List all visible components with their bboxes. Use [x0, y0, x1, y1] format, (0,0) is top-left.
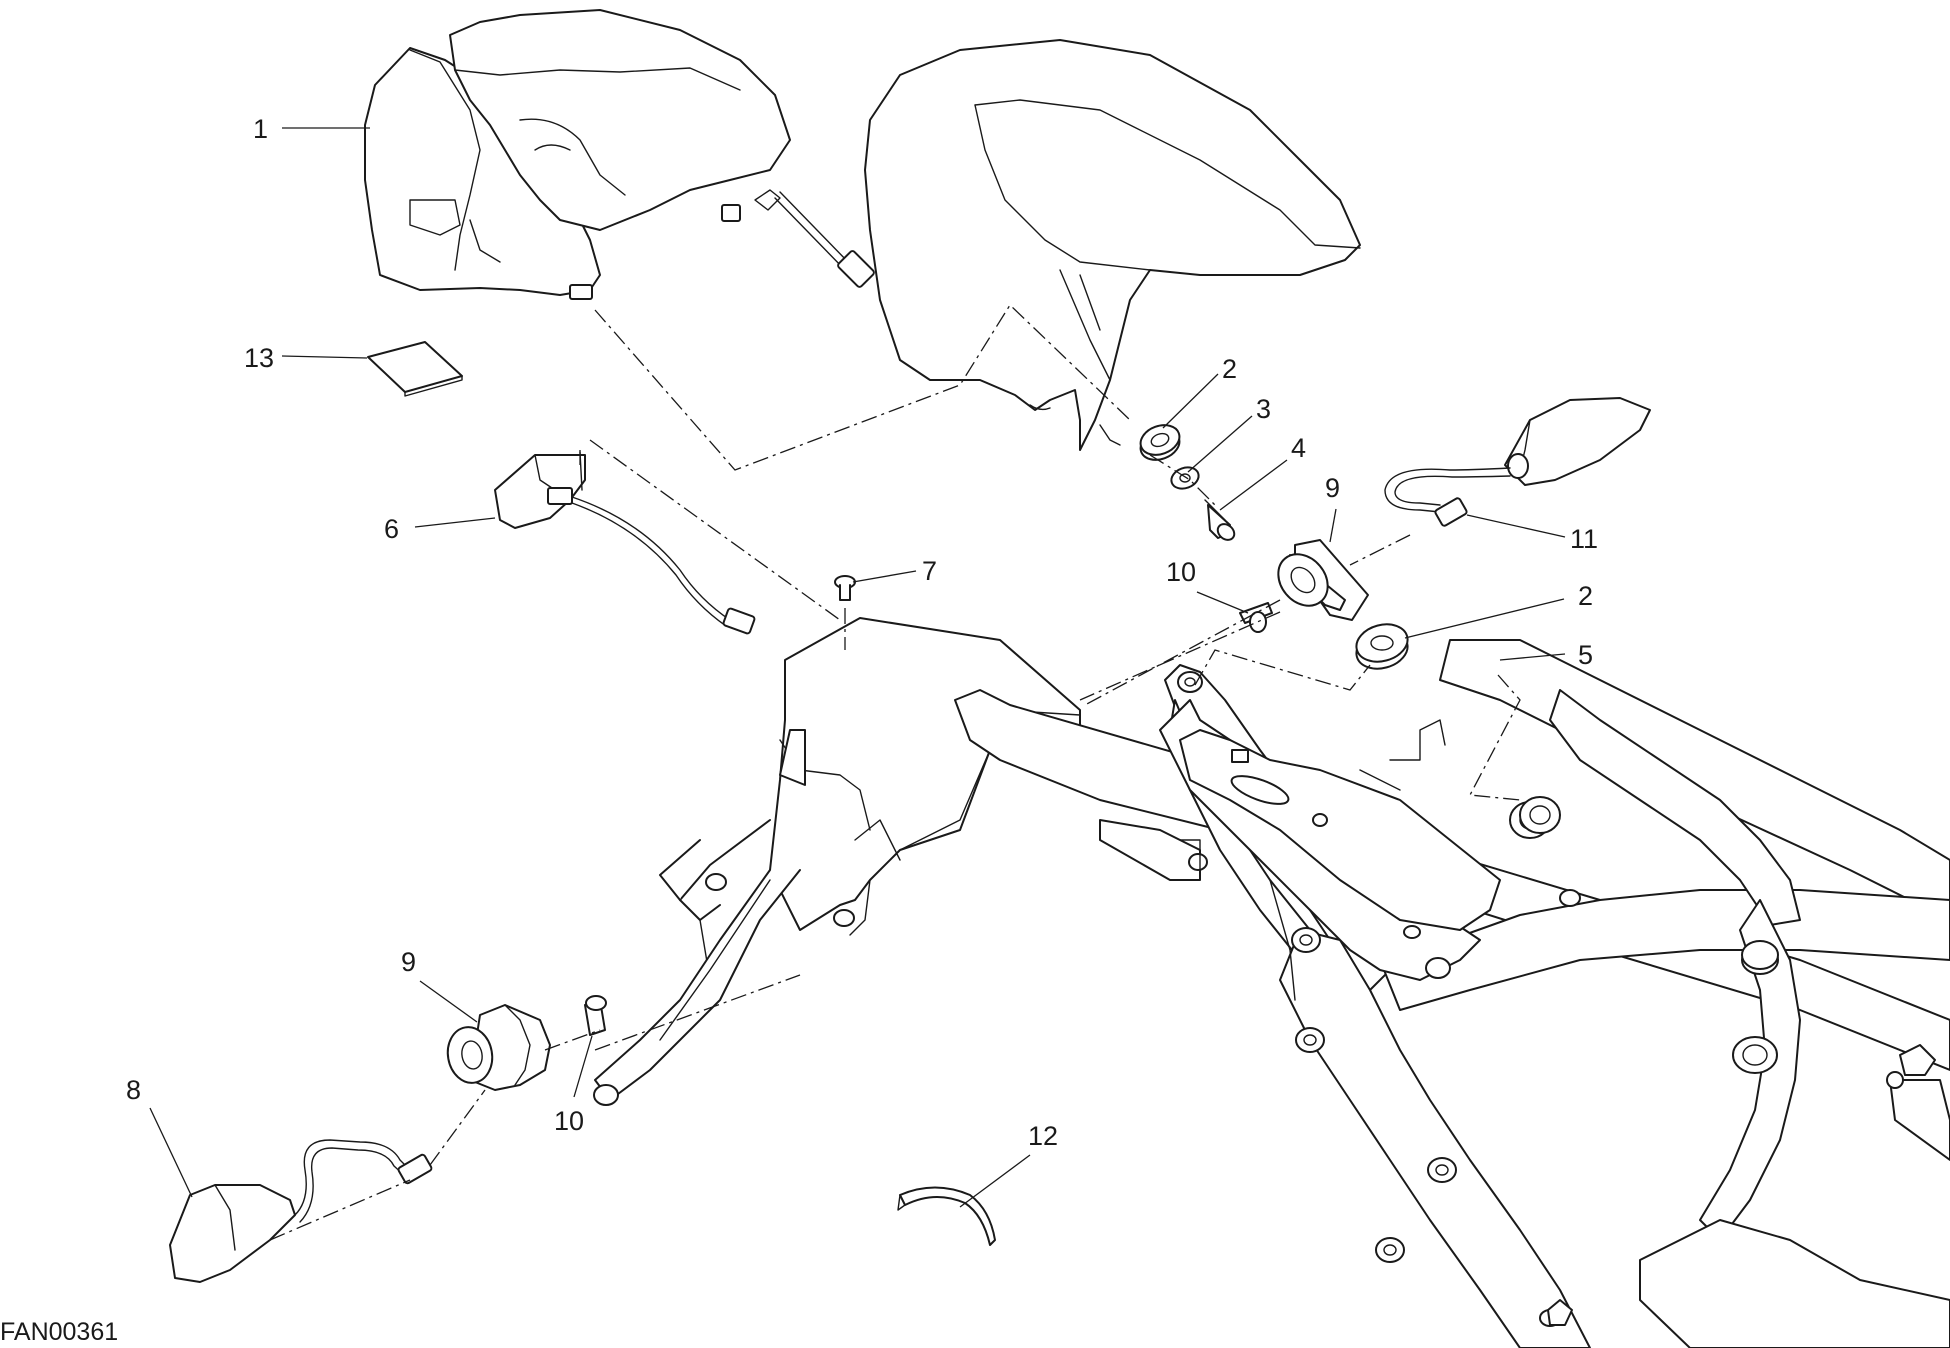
callout-2-lower: 2 — [1578, 581, 1593, 611]
callout-6: 6 — [384, 514, 399, 544]
callout-8: 8 — [126, 1075, 141, 1105]
callout-13: 13 — [244, 343, 274, 373]
part-left-indicator-8[interactable] — [169, 1139, 433, 1283]
part-right-indicator-11[interactable] — [1384, 397, 1651, 527]
part-cable-tie-12[interactable] — [897, 1186, 996, 1246]
assembly-lines — [269, 303, 1521, 1241]
callout-1: 1 — [253, 114, 268, 144]
part-tail-light-assembly[interactable] — [364, 9, 875, 300]
part-screw-4[interactable] — [1204, 499, 1237, 543]
callout-9-lower: 9 — [401, 947, 416, 977]
callout-5: 5 — [1578, 640, 1593, 670]
callout-3: 3 — [1256, 394, 1271, 424]
drawing-code: FAN00361 — [0, 1318, 118, 1346]
part-tail-bracket — [593, 617, 1081, 1106]
callout-10-lower: 10 — [554, 1106, 584, 1136]
callout-2-upper: 2 — [1222, 354, 1237, 384]
part-washer-3[interactable] — [1168, 464, 1201, 492]
part-indicator-mount-9-lower[interactable] — [443, 1004, 551, 1091]
part-screw-10-lower[interactable] — [584, 995, 607, 1036]
callout-labels: 1 13 6 7 2 3 4 9 11 10 2 5 9 8 10 12 — [126, 114, 1598, 1151]
part-rear-subframe — [954, 639, 1950, 1348]
part-license-plate-light[interactable] — [494, 451, 756, 635]
leader-lines — [149, 127, 1566, 1208]
callout-4: 4 — [1291, 433, 1306, 463]
part-screw-7[interactable] — [834, 575, 856, 601]
part-adhesive-pad[interactable] — [367, 341, 463, 397]
callout-7: 7 — [922, 556, 937, 586]
part-grommet-2-lower[interactable] — [1352, 619, 1412, 674]
part-tail-fairing — [864, 39, 1361, 451]
callout-9-upper: 9 — [1325, 473, 1340, 503]
callout-12: 12 — [1028, 1121, 1058, 1151]
part-grommet-2-upper[interactable] — [1136, 420, 1183, 465]
callout-11: 11 — [1570, 524, 1598, 554]
callout-10-upper: 10 — [1166, 557, 1196, 587]
part-indicator-mount-9-upper[interactable] — [1268, 539, 1369, 621]
